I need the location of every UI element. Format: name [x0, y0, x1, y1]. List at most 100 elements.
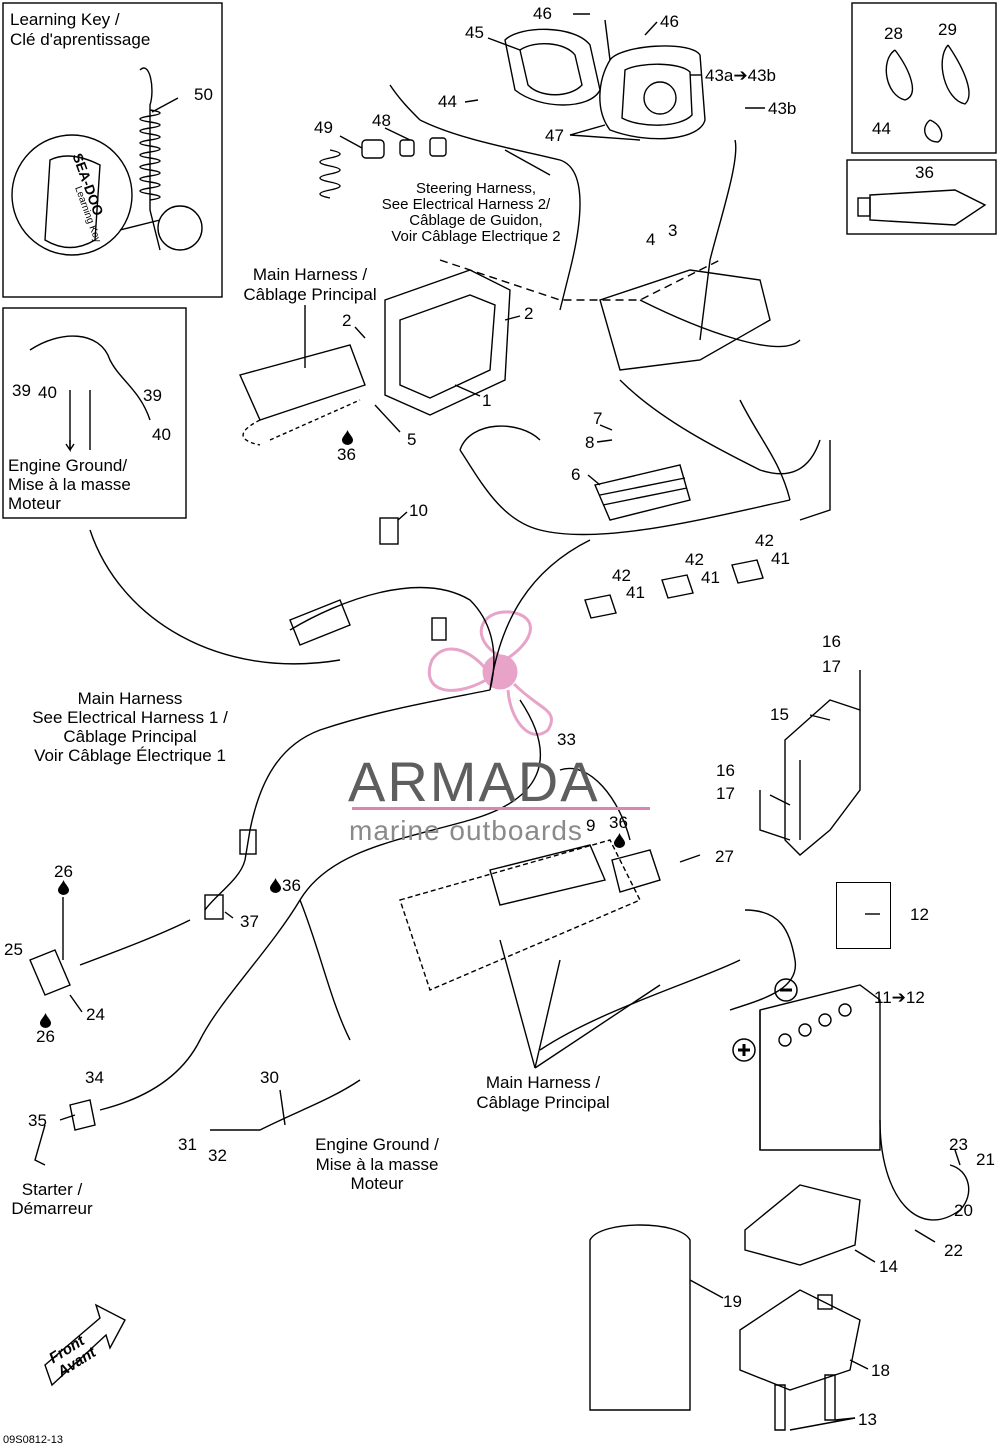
callout-12: 12 — [910, 905, 929, 924]
watermark-subtitle: marine outboards — [349, 815, 583, 846]
battery-negative-icon — [774, 978, 798, 1002]
callout-33: 33 — [557, 730, 576, 749]
callout-3: 3 — [668, 221, 678, 240]
callout-18: 18 — [871, 1361, 890, 1380]
callout-8: 8 — [585, 433, 595, 452]
steering-harness-label-2: See Electrical Harness 2/ — [381, 196, 551, 213]
steering-harness-label-4: Voir Câblage Electrique 2 — [391, 228, 561, 245]
callout-46b: 46 — [660, 12, 679, 31]
callout-23: 23 — [949, 1135, 968, 1154]
engine-ground-box-label-1: Engine Ground/ — [8, 456, 128, 475]
starter-label-2: Démarreur — [11, 1199, 93, 1218]
callout-48: 48 — [372, 111, 391, 130]
engine-ground-box-label-2: Mise à la masse — [8, 475, 131, 494]
callout-47: 47 — [545, 126, 564, 145]
drawing-code: 09S0812-13 — [3, 1434, 63, 1446]
callout-44b: 44 — [872, 119, 891, 138]
callout-16a: 16 — [822, 632, 841, 651]
callout-41b: 41 — [701, 568, 720, 587]
callout-15: 15 — [770, 705, 789, 724]
callout-25: 25 — [4, 940, 23, 959]
callout-39a: 39 — [12, 381, 31, 400]
hardware-inset-box — [836, 882, 891, 949]
callout-2a: 2 — [342, 311, 352, 330]
sealant-drop-icon — [40, 1013, 51, 1028]
main-harness-bottom-label-2: Câblage Principal — [476, 1093, 610, 1112]
callout-5: 5 — [407, 430, 417, 449]
callout-21: 21 — [976, 1150, 995, 1169]
callout-34: 34 — [85, 1068, 104, 1087]
steering-harness-label-1: Steering Harness, — [415, 180, 537, 197]
watermark-underline — [352, 807, 650, 810]
callout-10: 10 — [409, 501, 428, 520]
callout-16b: 16 — [716, 761, 735, 780]
callout-41a: 41 — [626, 583, 645, 602]
main-harness-left-label-4: Voir Câblage Électrique 1 — [34, 746, 226, 765]
callout-7: 7 — [593, 409, 603, 428]
sealant-drop-icon — [614, 833, 625, 848]
engine-ground-box-label-3: Moteur — [8, 494, 61, 513]
callout-37: 37 — [240, 912, 259, 931]
callout-14: 14 — [879, 1257, 898, 1276]
callout-17a: 17 — [822, 657, 841, 676]
callout-9: 9 — [586, 816, 596, 835]
callout-36d: 36 — [282, 876, 301, 895]
main-harness-top-label-1: Main Harness / — [252, 265, 368, 284]
callout-46a: 46 — [533, 4, 552, 23]
callout-11: 11➔12 — [874, 988, 925, 1007]
sealant-drop-icon — [58, 880, 69, 895]
callout-27: 27 — [715, 847, 734, 866]
main-harness-top-label-2: Câblage Principal — [243, 285, 377, 304]
callout-20: 20 — [954, 1201, 973, 1220]
callout-36c: 36 — [609, 813, 628, 832]
callout-41c: 41 — [771, 549, 790, 568]
callout-4: 4 — [646, 230, 656, 249]
battery-positive-icon — [732, 1038, 756, 1062]
callout-43b: 43b — [768, 99, 797, 118]
main-harness-left-label-3: Câblage Principal — [63, 727, 197, 746]
main-harness-left-label-1: Main Harness — [77, 689, 183, 708]
propeller-icon — [427, 610, 554, 736]
callout-26b: 26 — [36, 1027, 55, 1046]
learning-key-label-en: Learning Key / — [10, 10, 120, 29]
callout-42b: 42 — [685, 550, 704, 569]
callout-24: 24 — [86, 1005, 105, 1024]
learning-key-label-fr: Clé d'aprentissage — [10, 30, 151, 49]
callout-42a: 42 — [612, 566, 631, 585]
callout-28: 28 — [884, 24, 903, 43]
callout-45: 45 — [465, 23, 484, 42]
callout-43a: 43a➔43b — [705, 66, 776, 85]
main-harness-left-label-2: See Electrical Harness 1 / — [32, 708, 228, 727]
callout-36b: 36 — [337, 445, 356, 464]
callout-49: 49 — [314, 118, 333, 137]
starter-label-1: Starter / — [21, 1180, 83, 1199]
callout-6: 6 — [571, 465, 581, 484]
callout-42c: 42 — [755, 531, 774, 550]
callout-17b: 17 — [716, 784, 735, 803]
callout-44a: 44 — [438, 92, 457, 111]
callout-39b: 39 — [143, 386, 162, 405]
watermark-name: ARMADA — [348, 750, 600, 813]
engine-ground-bottom-label-3: Moteur — [350, 1174, 404, 1193]
sealant-drop-icon — [342, 430, 353, 445]
callout-29: 29 — [938, 20, 957, 39]
callout-19: 19 — [723, 1292, 742, 1311]
sealant-drop-icon — [270, 878, 281, 893]
callout-32: 32 — [208, 1146, 227, 1165]
callout-40b: 40 — [152, 425, 171, 444]
callout-13: 13 — [858, 1410, 877, 1429]
callout-26a: 26 — [54, 862, 73, 881]
callout-2b: 2 — [524, 304, 534, 323]
engine-ground-bottom-label-1: Engine Ground / — [315, 1135, 439, 1154]
steering-harness-label-3: Câblage de Guidon, — [409, 212, 543, 229]
main-harness-bottom-label-1: Main Harness / — [485, 1073, 601, 1092]
callout-1: 1 — [482, 391, 492, 410]
callout-35: 35 — [28, 1111, 47, 1130]
callout-30: 30 — [260, 1068, 279, 1087]
callout-22: 22 — [944, 1241, 963, 1260]
callout-36a: 36 — [915, 163, 934, 182]
callout-31: 31 — [178, 1135, 197, 1154]
engine-ground-bottom-label-2: Mise à la masse — [315, 1155, 439, 1174]
